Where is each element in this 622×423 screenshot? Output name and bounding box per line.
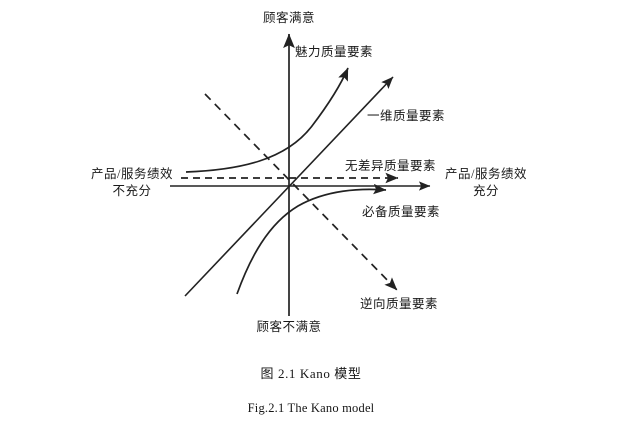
figure-caption-english: Fig.2.1 The Kano model xyxy=(247,401,375,415)
axis-label-performance-sufficient-line2: 充分 xyxy=(472,184,499,198)
curve-label-must-be: 必备质量要素 xyxy=(362,205,441,219)
curve-reverse xyxy=(204,93,398,291)
axis-label-performance-insufficient: 产品/服务绩效 不充分 xyxy=(84,166,180,200)
curve-must-be xyxy=(236,183,387,295)
curve-label-one-dimensional: 一维质量要素 xyxy=(367,109,446,123)
axis-label-performance-insufficient-line1: 产品/服务绩效 xyxy=(91,167,173,181)
axis-label-performance-sufficient: 产品/服务绩效 充分 xyxy=(438,166,534,200)
axis-label-performance-sufficient-line1: 产品/服务绩效 xyxy=(445,167,527,181)
axis-label-performance-insufficient-line2: 不充分 xyxy=(112,184,152,198)
curve-label-attractive: 魅力质量要素 xyxy=(295,45,374,59)
figure-caption-chinese: 图 2.1 Kano 模型 xyxy=(260,366,362,381)
axis-label-dissatisfied: 顾客不满意 xyxy=(256,320,322,334)
curve-attractive xyxy=(185,67,349,173)
curve-label-reverse: 逆向质量要素 xyxy=(360,297,439,311)
curve-label-indifferent: 无差异质量要素 xyxy=(345,159,437,173)
axis-label-satisfied: 顾客满意 xyxy=(262,11,316,25)
curve-one-dimensional xyxy=(184,76,394,297)
